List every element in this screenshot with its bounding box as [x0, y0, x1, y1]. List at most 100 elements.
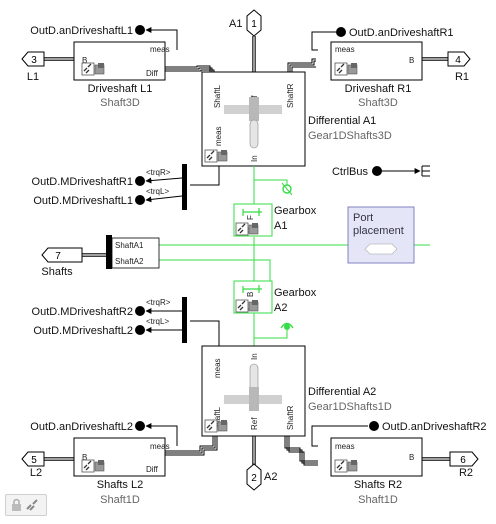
port-label: meas — [335, 442, 355, 451]
block-driveshaft-r1[interactable]: meas B Driveshaft R1 Shaft3D — [330, 41, 423, 109]
signal-name: OutD.MDriveshaftR2 — [32, 306, 133, 318]
goto-an-driveshaft-l2[interactable]: OutD.anDriveshaftL2 — [30, 421, 145, 433]
port-a1[interactable]: 1 A1 — [229, 9, 262, 37]
library-link-icon — [334, 62, 358, 76]
signal-name: CtrlBus — [332, 166, 369, 178]
port-l1[interactable]: 3 L1 — [21, 51, 45, 83]
port-label: B — [82, 56, 87, 65]
library-lock-button[interactable] — [5, 494, 47, 516]
block-name: Driveshaft L1 — [88, 83, 153, 95]
block-driveshaft-l1[interactable]: meas B Diff Driveshaft L1 Shaft3D — [73, 41, 170, 109]
library-link-icon — [204, 149, 228, 163]
port-r1[interactable]: 4 R1 — [447, 51, 471, 83]
signal-name: OutD.anDriveshaftL2 — [30, 421, 133, 433]
library-link-icon — [334, 459, 358, 473]
block-shafts-l2[interactable]: meas B Diff Shafts L2 Shaft1D — [73, 437, 170, 506]
port-label: ShaftR — [286, 405, 295, 430]
port-number: 1 — [251, 19, 257, 30]
goto-m-driveshaft-l2[interactable]: OutD.MDriveshaftL2 — [33, 325, 145, 337]
block-name: Gearbox — [274, 205, 317, 217]
link-icon — [26, 499, 38, 511]
signal-name: OutD.MDriveshaftL1 — [33, 195, 133, 207]
port-label: R2 — [459, 467, 473, 479]
port-l2[interactable]: 5 L2 — [21, 451, 45, 479]
signal-name: OutD.anDriveshaftR1 — [349, 27, 454, 39]
from-ctrlbus[interactable]: CtrlBus — [332, 165, 430, 178]
signal-label: <trqL> — [146, 317, 169, 326]
port-number: 3 — [31, 55, 37, 66]
annotation-text: Port — [353, 212, 373, 224]
port-label: In — [250, 155, 259, 162]
block-type: Shaft3D — [100, 97, 140, 109]
port-label: ShaftR — [286, 83, 295, 108]
port-label: ShaftA1 — [115, 241, 144, 250]
port-a2[interactable]: 2 A2 — [246, 463, 277, 491]
port-label: meas — [335, 45, 355, 54]
block-name: Driveshaft R1 — [345, 83, 412, 95]
gear-icon — [224, 363, 282, 411]
signal-name: OutD.anDriveshaftR2 — [382, 421, 487, 433]
signal-label: <trqR> — [146, 168, 171, 177]
block-differential-a2[interactable]: meas In ShaftL Ref ShaftR Differential A… — [201, 345, 392, 437]
signal-label: <trqL> — [146, 187, 169, 196]
goto-an-driveshaft-r2[interactable]: OutD.anDriveshaftR2 — [369, 421, 487, 433]
block-name: A1 — [274, 220, 287, 232]
port-label: B — [409, 56, 414, 65]
signal-name: OutD.MDriveshaftL2 — [33, 325, 133, 337]
port-shafts[interactable]: 7 Shafts — [41, 247, 83, 278]
port-label: meas — [150, 442, 170, 451]
port-label: ShaftA2 — [115, 257, 144, 266]
goto-m-driveshaft-r2[interactable]: OutD.MDriveshaftR2 — [32, 306, 145, 318]
port-number: 6 — [460, 455, 466, 466]
block-name: A2 — [274, 302, 287, 314]
port-label: R1 — [455, 71, 469, 83]
port-label: A1 — [229, 18, 242, 30]
block-type: Gear1DShafts3D — [308, 130, 392, 142]
port-label: B — [409, 453, 414, 462]
port-label: Shafts — [41, 266, 73, 278]
port-label: ShaftL — [213, 84, 222, 108]
block-shafts-r2[interactable]: meas B Shafts R2 Shaft1D — [330, 437, 423, 506]
signal-name: OutD.anDriveshaftL1 — [30, 25, 133, 37]
goto-m-driveshaft-r1[interactable]: OutD.MDriveshaftR1 — [32, 176, 145, 188]
annotation-port-placement[interactable]: Port placement — [347, 206, 415, 264]
block-name: Differential A2 — [308, 386, 376, 398]
bus-creator-1[interactable]: <trqR> <trqL> — [146, 164, 187, 210]
block-type: Shaft1D — [100, 494, 140, 506]
signal-name: OutD.MDriveshaftR1 — [32, 176, 133, 188]
terminator-icon — [421, 165, 430, 177]
block-gearbox-a2[interactable]: B F Gearbox A2 — [233, 280, 317, 314]
connections — [44, 27, 450, 466]
block-shafts-bus[interactable]: ShaftA1 ShaftA2 — [106, 235, 160, 269]
goto-an-driveshaft-r1[interactable]: OutD.anDriveshaftR1 — [336, 27, 454, 39]
port-label: Diff — [146, 465, 159, 474]
port-label: L2 — [30, 467, 42, 479]
port-label: B — [246, 292, 255, 297]
goto-an-driveshaft-l1[interactable]: OutD.anDriveshaftL1 — [30, 25, 145, 37]
port-number: 7 — [55, 251, 61, 262]
port-label: Diff — [146, 69, 159, 78]
port-label: B — [82, 453, 87, 462]
port-label: meas — [150, 45, 170, 54]
port-label: L1 — [27, 71, 39, 83]
lock-icon — [12, 498, 21, 511]
library-link-icon — [235, 222, 259, 236]
port-label: F — [246, 215, 255, 220]
port-label: Ref — [250, 417, 259, 430]
gear-icon — [224, 97, 282, 149]
port-number: 4 — [455, 55, 461, 66]
signal-label: <trqR> — [146, 298, 171, 307]
port-label: meas — [213, 358, 222, 378]
block-differential-a1[interactable]: ShaftL Ref ShaftR meas In Differential A… — [201, 71, 392, 167]
goto-m-driveshaft-l1[interactable]: OutD.MDriveshaftL1 — [33, 195, 145, 207]
port-label: meas — [214, 126, 223, 146]
block-gearbox-a1[interactable]: F B Gearbox A1 — [233, 203, 317, 237]
block-type: Gear1DShafts1D — [308, 401, 392, 413]
library-link-icon — [81, 62, 105, 76]
block-name: Differential A1 — [308, 115, 376, 127]
port-r2[interactable]: 6 R2 — [449, 451, 479, 479]
bus-creator-2[interactable]: <trqR> <trqL> — [146, 297, 187, 343]
connection-node-icon — [253, 322, 294, 346]
library-link-icon — [235, 299, 259, 313]
